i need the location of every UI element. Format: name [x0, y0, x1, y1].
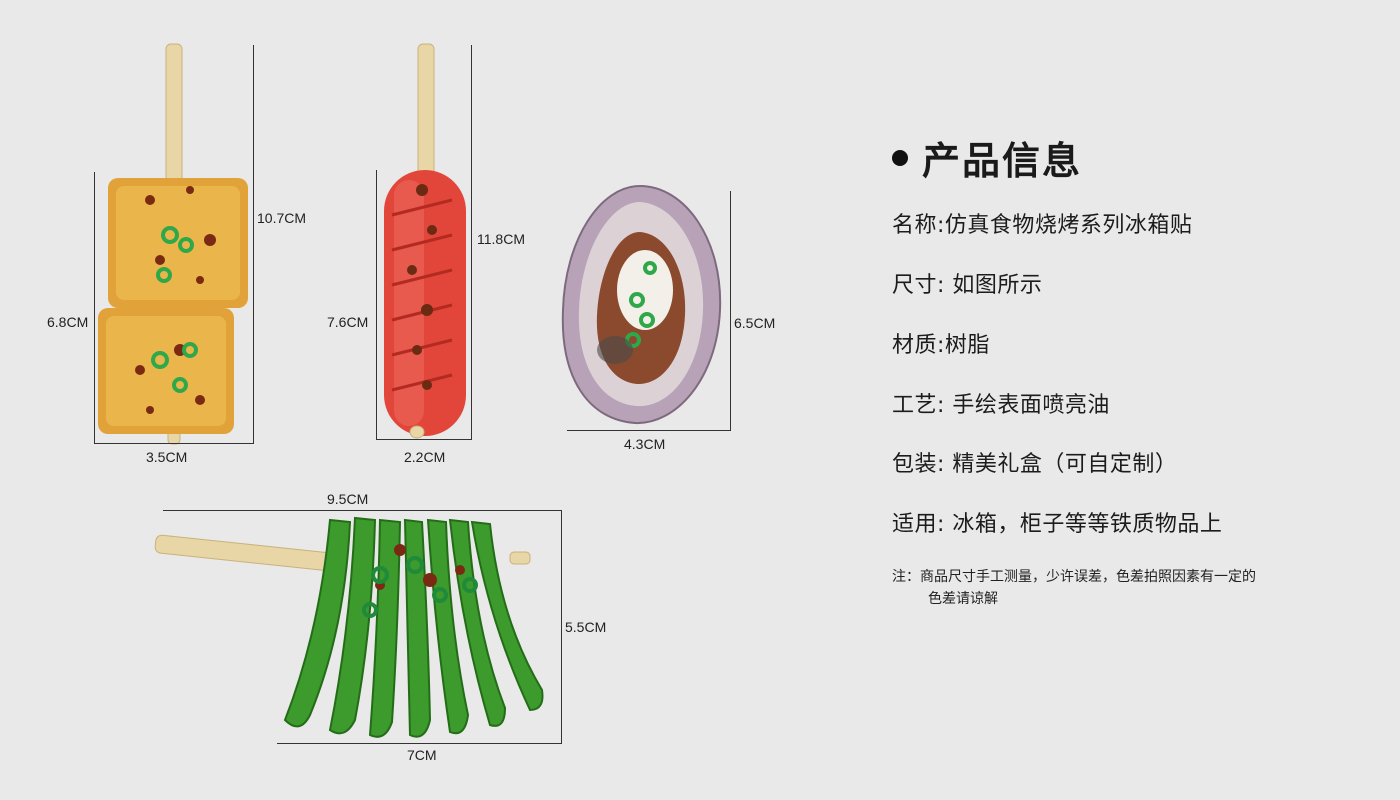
tofu-item-height-line [94, 172, 95, 443]
beans-top-width-line [163, 510, 561, 511]
tofu-item-height-label: 6.8CM [47, 314, 89, 330]
green-bean-skewer-image [154, 516, 544, 738]
beans-height-label: 5.5CM [565, 619, 607, 635]
beans-bottom-width-label: 7CM [407, 747, 437, 763]
info-usage-line: 适用: 冰箱，柜子等等铁质物品上 [892, 512, 1223, 537]
tofu-skewer-image [98, 43, 248, 445]
note-line-1: 注：商品尺寸手工测量，少许误差，色差拍照因素有一定的 [892, 569, 1256, 585]
info-material-line: 材质:树脂 [892, 333, 990, 358]
info-craft-line: 工艺: 手绘表面喷亮油 [892, 393, 1110, 418]
tofu-width-label: 3.5CM [146, 449, 188, 465]
beans-height-line [561, 510, 562, 744]
oyster-width-label: 4.3CM [624, 436, 666, 452]
sausage-height-line [471, 45, 472, 439]
oyster-height-label: 6.5CM [734, 315, 776, 331]
info-name-line: 名称:仿真食物烧烤系列冰箱贴 [892, 213, 1193, 238]
sausage-item-height-label: 7.6CM [327, 314, 369, 330]
product-info-title: 产品信息 [922, 139, 1083, 183]
sausage-height-label: 11.8CM [477, 231, 525, 247]
note-text: 注：商品尺寸手工测量，少许误差，色差拍照因素有一定的 色差请谅解 [892, 566, 1362, 610]
oyster-width-line [567, 430, 731, 431]
tofu-height-label: 10.7CM [257, 210, 307, 226]
tofu-width-line [94, 443, 254, 444]
tofu-height-line [253, 45, 254, 443]
note-line-2: 色差请谅解 [928, 591, 998, 607]
oyster-image [561, 184, 722, 425]
sausage-item-height-line [376, 170, 377, 439]
beans-top-width-label: 9.5CM [327, 491, 369, 507]
bullet-dot-icon [892, 149, 908, 166]
sausage-image [384, 43, 466, 439]
oyster-height-line [730, 191, 731, 430]
sausage-width-label: 2.2CM [404, 449, 446, 465]
info-size-line: 尺寸: 如图所示 [892, 273, 1043, 298]
sausage-width-line [376, 439, 472, 440]
info-package-line: 包装: 精美礼盒（可自定制） [892, 452, 1178, 477]
beans-bottom-width-line [277, 743, 562, 744]
product-info-heading: 产品信息 [892, 130, 1082, 185]
